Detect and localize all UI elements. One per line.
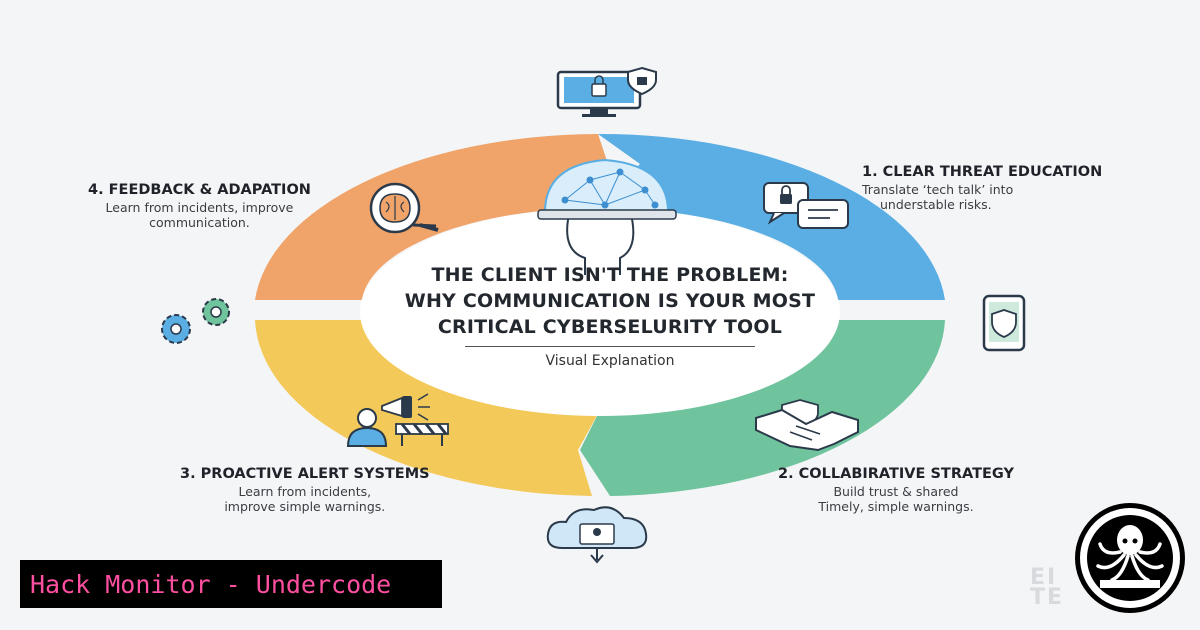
brain-search-icon [369, 182, 439, 234]
step-1-title: 1. CLEAR THREAT EDUCATION [862, 164, 1103, 180]
monitor-lock-icon [556, 66, 657, 117]
segment-orange [255, 134, 610, 300]
title-divider [465, 346, 755, 347]
step-4-title: 4. FEEDBACK & ADAPATION [88, 182, 311, 198]
center-title: THE CLIENT ISN'T THE PROBLEM: WHY COMMUN… [400, 262, 820, 369]
title-line-3: CRITICAL CYBERSELURITY TOOL [437, 316, 783, 338]
title-line-1: THE CLIENT ISN'T THE PROBLEM: [431, 264, 789, 286]
gears-icon [161, 298, 230, 344]
chat-lock-icon [763, 182, 849, 229]
head-dome-icon [537, 158, 677, 275]
step-1: 1. CLEAR THREAT EDUCATION Translate ‘tec… [862, 164, 1102, 212]
step-4-desc-line-1: Learn from incidents, improve [105, 200, 294, 215]
watermark-line-2: TE [1030, 585, 1065, 610]
step-3-desc-line-2: improve simple warnings. [224, 499, 386, 514]
step-4-desc-line-2: communication. [149, 215, 250, 230]
site-banner: Hack Monitor - Undercode [20, 560, 442, 608]
person-icon [346, 408, 388, 447]
step-1-desc-line-2: understable risks. [880, 197, 992, 212]
step-3-title: 3. PROACTIVE ALERT SYSTEMS [180, 466, 430, 482]
step-1-desc-line-1: Translate ‘tech talk’ into [862, 182, 1014, 197]
octopus-logo-icon [1075, 503, 1185, 613]
center-disc [360, 208, 840, 416]
barrier-icon [395, 423, 449, 446]
segment-yellow [255, 320, 600, 496]
step-2-desc-line-2: Timely, simple warnings. [818, 499, 974, 514]
step-2-desc-line-1: Build trust & shared [833, 484, 959, 499]
segment-green [580, 320, 945, 496]
handshake-icon [755, 399, 859, 452]
title-line-2: WHY COMMUNICATION IS YOUR MOST [404, 290, 816, 312]
watermark: EI TE [1030, 565, 1065, 610]
step-4: 4. FEEDBACK & ADAPATION Learn from incid… [88, 182, 311, 230]
cloud-upload-icon [546, 506, 648, 564]
step-2: 2. COLLABIRATIVE STRATEGY Build trust & … [778, 466, 1014, 514]
step-3: 3. PROACTIVE ALERT SYSTEMS Learn from in… [180, 466, 430, 514]
step-2-title: 2. COLLABIRATIVE STRATEGY [778, 466, 1014, 482]
phone-shield-icon [982, 294, 1026, 352]
step-3-desc-line-1: Learn from incidents, [238, 484, 372, 499]
watermark-line-1: EI [1030, 565, 1058, 590]
banner-text: Hack Monitor - Undercode [30, 569, 392, 599]
megaphone-icon [381, 393, 430, 421]
subtitle: Visual Explanation [545, 353, 675, 369]
